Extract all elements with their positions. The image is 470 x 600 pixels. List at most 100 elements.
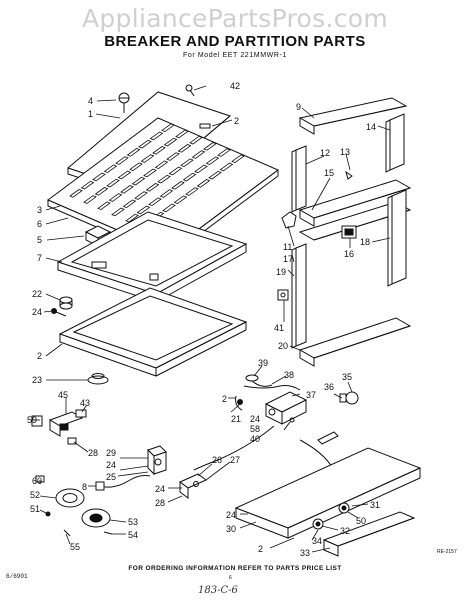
callout-14: 14 [366,122,376,132]
louvre-slot [231,154,245,164]
callout-25: 25 [106,472,116,482]
part-54-screw [103,531,113,535]
louvre-slot [161,123,175,133]
louvre-slot [94,187,109,196]
callout-45: 45 [58,390,68,400]
louvre-slot [185,187,199,196]
callout-55: 55 [70,542,80,552]
louvre-slot [117,170,132,180]
part-51-screw [45,511,51,517]
part-24-58-40-screws [283,417,295,431]
page-number: 6 [229,575,232,581]
callout-2: 2 [37,351,42,361]
louvre-slot [182,172,197,182]
louvre-slot [122,199,137,209]
louvre-slot [106,178,120,188]
louvre-slot [120,185,134,194]
callout-59: 59 [27,415,37,425]
part-53-knob [81,508,111,528]
louvre-slot [152,146,166,155]
callout-9: 9 [296,102,301,112]
callout-20: 20 [278,341,288,351]
part-16-control [341,225,357,239]
louvre-slot [148,197,162,207]
louvre-slot [149,131,164,141]
part-4-screw [118,92,130,113]
watermark-text: AppliancePartsPros.com [81,4,389,33]
louvre-slot [171,181,185,190]
louvre-slot [80,180,95,190]
louvre-slot [154,160,169,170]
louvre-slot [163,137,178,147]
part-15-mullion [298,179,412,241]
part-11-bracket [281,211,297,229]
louvre-slot [219,162,234,172]
louvre-slot [69,189,83,198]
part-22-lower-frame [58,287,248,377]
callout-4: 4 [88,96,93,106]
louvre-slot [92,172,106,182]
louvre-slot [129,162,143,172]
part-20-bottom-bar [298,317,412,367]
part-50-knob [338,502,350,514]
callout-26: 26 [212,455,222,465]
louvre-slot [97,201,111,211]
louvre-slot [194,164,208,174]
callout-43: 43 [80,398,90,408]
callout-24: 24 [155,484,165,494]
callout-30: 30 [226,524,236,534]
part-8-harness [95,475,151,491]
part-12-side-post [291,145,307,213]
callout-51: 51 [30,504,40,514]
callout-12: 12 [320,148,330,158]
callout-11: 11 [283,242,292,252]
louvre-slot [159,189,174,198]
callout-35: 35 [342,372,352,382]
drawing-ref-code: RE-2157 [437,549,457,555]
callout-15: 15 [324,168,334,178]
part-19-side-post [291,243,307,349]
louvre-slot [175,129,189,139]
part-26-bracket [179,473,207,499]
callout-29: 29 [106,448,116,458]
part-14-side-post [385,113,405,173]
callout-17: 17 [283,254,293,264]
part-59-cover [31,415,43,427]
callout-40: 40 [250,434,260,444]
louvre-slot [168,166,183,176]
callout-2: 2 [258,544,263,554]
callout-7: 7 [37,253,42,263]
louvre-slot [203,142,217,151]
callout-8: 8 [82,482,87,492]
callout-2: 2 [222,394,227,404]
part-41-hinge [277,289,289,301]
callout-53: 53 [128,517,138,527]
callout-22: 22 [32,289,42,299]
part-33-trim [322,511,416,557]
louvre-slot [140,154,155,163]
callout-labels: 42 4 1 2 3 6 5 7 22 24 2 23 9 14 12 13 1… [27,81,380,558]
callout-60: 60 [32,476,42,486]
callout-52: 52 [30,490,40,500]
part-42-screw [185,84,195,97]
louvre-slot [136,205,151,215]
louvre-slot [108,193,123,202]
part-9-top-bar [298,97,408,135]
callout-16: 16 [344,249,354,259]
ordering-note: FOR ORDERING INFORMATION REFER TO PARTS … [128,565,342,572]
grille-louvres [69,123,245,229]
callout-28: 28 [88,448,98,458]
callout-54: 54 [128,530,138,540]
callout-37: 37 [306,390,316,400]
callout-31: 31 [370,500,380,510]
part-25-relay [147,445,167,476]
part-21-clip [235,395,243,411]
callout-28: 28 [155,498,165,508]
louvre-slot [83,195,97,204]
louvre-slot [196,179,211,188]
callout-1: 1 [88,109,93,119]
part-45-switch-bracket [48,411,84,437]
callout-24: 24 [32,307,42,317]
callout-2: 2 [234,116,239,126]
